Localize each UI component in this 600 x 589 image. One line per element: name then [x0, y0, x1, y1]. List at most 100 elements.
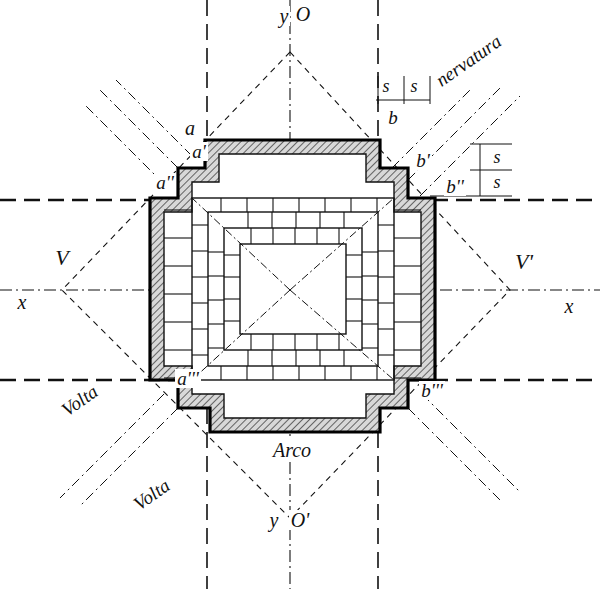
brick-joint	[324, 366, 325, 380]
point-letter: a''	[154, 173, 176, 192]
point-letter: a'	[190, 142, 208, 161]
brick-joint	[362, 323, 378, 324]
point-letter: V	[53, 247, 70, 269]
brick-joint	[192, 354, 208, 355]
brick-joint	[394, 349, 421, 350]
brick-joint	[324, 198, 325, 212]
brick-joint	[394, 321, 421, 322]
brick-joint	[208, 299, 224, 300]
brick-joint	[319, 350, 320, 366]
brick-joint	[272, 228, 273, 244]
axis-letter: y	[268, 510, 281, 530]
brick-joint	[295, 350, 296, 366]
brick-joint	[362, 275, 378, 276]
vault-name: Volta	[129, 474, 175, 514]
arch-name: Arco	[271, 440, 313, 460]
brick-joint	[378, 328, 394, 329]
dimension-letter: s	[380, 77, 391, 95]
brick-joint	[338, 228, 339, 244]
brick-joint	[164, 349, 192, 350]
brick-joint	[378, 250, 394, 251]
brick-joint	[394, 293, 421, 294]
brick-joint	[272, 334, 273, 350]
point-letter: a	[183, 118, 197, 138]
brick-joint	[247, 212, 248, 228]
brick-joint	[247, 350, 248, 366]
rib-name: nervatura	[430, 30, 506, 91]
brick-joint	[246, 366, 247, 380]
point-letter: b''	[444, 177, 466, 196]
brick-joint	[164, 321, 192, 322]
brick-joint	[192, 302, 208, 303]
brick-joint	[346, 320, 362, 321]
point-letter: a'''	[175, 369, 201, 388]
brick-joint	[271, 350, 272, 366]
point-letter: O	[294, 4, 312, 24]
brick-joint	[208, 275, 224, 276]
brick-joint	[192, 250, 208, 251]
axis-letter: y	[278, 6, 291, 26]
point-letter: b	[386, 108, 400, 127]
brick-joint	[316, 228, 317, 244]
brick-joint	[271, 212, 272, 228]
axis-letter: x	[563, 296, 576, 316]
brick-joint	[294, 228, 295, 244]
dimension-letter: s	[491, 173, 502, 191]
brick-joint	[362, 251, 378, 252]
brick-joint	[298, 366, 299, 380]
brick-joint	[350, 198, 351, 212]
brick-joint	[192, 276, 208, 277]
brick-joint	[224, 298, 240, 299]
brick-joint	[250, 334, 251, 350]
brick-joint	[343, 212, 344, 228]
brick-joint	[346, 298, 362, 299]
brick-joint	[362, 347, 378, 348]
brick-joint	[350, 366, 351, 380]
brick-joint	[224, 276, 240, 277]
point-letter: O'	[289, 510, 312, 530]
brick-joint	[338, 334, 339, 350]
point-letter: b'''	[419, 381, 445, 400]
vault-name: Volta	[57, 380, 103, 420]
point-letter: V'	[513, 251, 535, 273]
brick-joint	[208, 347, 224, 348]
brick-joint	[362, 299, 378, 300]
brick-joint	[192, 224, 208, 225]
brick-joint	[298, 198, 299, 212]
brick-joint	[164, 293, 192, 294]
dimension-letter: s	[491, 148, 502, 166]
brick-joint	[224, 320, 240, 321]
brick-joint	[346, 254, 362, 255]
brick-joint	[208, 251, 224, 252]
brick-joint	[394, 265, 421, 266]
brick-joint	[250, 228, 251, 244]
brick-joint	[376, 198, 377, 212]
brick-joint	[272, 198, 273, 212]
brick-joint	[220, 366, 221, 380]
brick-joint	[378, 302, 394, 303]
brick-joint	[246, 198, 247, 212]
brick-joint	[294, 334, 295, 350]
brick-joint	[378, 276, 394, 277]
brick-joint	[164, 209, 192, 210]
brick-joint	[272, 366, 273, 380]
brick-joint	[394, 237, 421, 238]
brick-joint	[346, 276, 362, 277]
brick-joint	[295, 212, 296, 228]
dimension-letter: s	[408, 77, 419, 95]
brick-joint	[192, 328, 208, 329]
brick-joint	[343, 350, 344, 366]
brick-joint	[378, 224, 394, 225]
brick-joint	[208, 323, 224, 324]
axis-letter: x	[16, 292, 29, 312]
brick-joint	[378, 354, 394, 355]
brick-joint	[164, 265, 192, 266]
point-letter: b'	[414, 151, 432, 170]
brick-joint	[394, 209, 421, 210]
brick-joint	[224, 254, 240, 255]
brick-joint	[376, 366, 377, 380]
brick-joint	[164, 237, 192, 238]
brick-joint	[319, 212, 320, 228]
brick-joint	[394, 377, 421, 378]
